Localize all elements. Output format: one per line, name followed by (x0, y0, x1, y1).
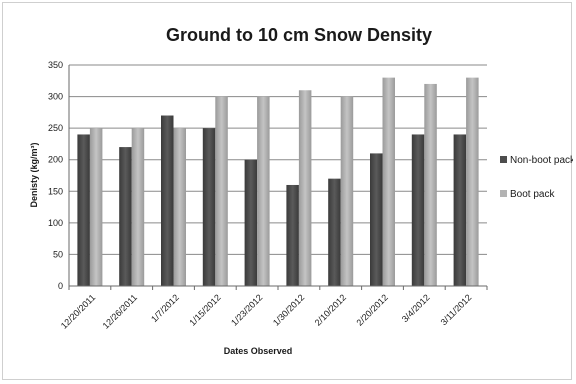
bar-non-boot-pack (119, 147, 132, 286)
legend-label: Non-boot pack (510, 155, 573, 166)
bar-boot-pack (466, 77, 479, 286)
bar-non-boot-pack (244, 159, 258, 286)
bar-boot-pack (298, 90, 312, 286)
y-tick-label: 250 (48, 123, 63, 133)
bar-boot-pack (382, 77, 395, 286)
bar-boot-pack (173, 128, 186, 286)
x-tick-label: 12/20/2011 (59, 292, 97, 330)
bar-non-boot-pack (328, 178, 341, 286)
y-tick-label: 100 (48, 218, 63, 228)
x-tick-label: 1/7/2012 (149, 292, 181, 324)
y-tick-label: 150 (48, 186, 63, 196)
y-tick-label: 350 (48, 60, 63, 70)
bar-boot-pack (424, 83, 437, 286)
bar-non-boot-pack (370, 153, 383, 286)
bar-boot-pack (257, 96, 270, 286)
bar-non-boot-pack (77, 134, 90, 286)
bar-non-boot-pack (202, 128, 216, 286)
y-tick-label: 300 (48, 92, 63, 102)
chart-title: Ground to 10 cm Snow Density (166, 25, 432, 45)
x-tick-label: 12/26/2011 (101, 292, 139, 330)
y-tick-label: 0 (58, 281, 63, 291)
x-axis-label: Dates Observed (224, 346, 293, 356)
x-tick-label: 1/30/2012 (271, 292, 306, 327)
bar-chart: Ground to 10 cm Snow Density 0 50 100 150 20… (29, 25, 573, 356)
y-axis-label: Denisty (kg/m³) (29, 142, 39, 207)
bar-boot-pack (89, 128, 103, 286)
bar-non-boot-pack (411, 134, 425, 286)
legend-swatch (500, 156, 507, 163)
x-tick-label: 1/23/2012 (229, 292, 264, 327)
axes (68, 65, 488, 290)
x-tick-label: 2/10/2012 (313, 292, 348, 327)
bar-boot-pack (215, 96, 228, 286)
legend-swatch (500, 190, 507, 197)
bar-non-boot-pack (453, 134, 467, 286)
bar-non-boot-pack (286, 184, 299, 286)
x-tick-label: 1/15/2012 (187, 292, 222, 327)
x-tick-label: 3/11/2012 (439, 292, 474, 327)
bar-boot-pack (340, 96, 354, 286)
x-tick-label: 2/20/2012 (355, 292, 390, 327)
y-tick-labels: 0 50 100 150 200 250 300 350 (48, 60, 63, 291)
legend-label: Boot pack (510, 189, 555, 200)
chart-frame: Ground to 10 cm Snow Density 0 50 100 150 20… (2, 2, 573, 380)
bar-non-boot-pack (161, 115, 174, 286)
bar-boot-pack (131, 128, 145, 286)
bars (77, 77, 479, 286)
y-tick-label: 50 (53, 249, 63, 259)
x-tick-label: 3/4/2012 (400, 292, 432, 324)
y-tick-label: 200 (48, 155, 63, 165)
